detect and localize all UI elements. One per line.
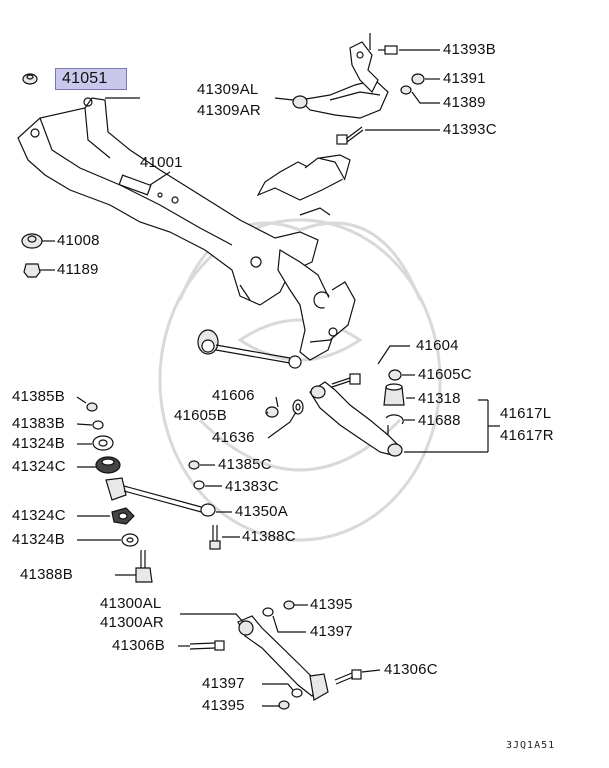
part-label-41008[interactable]: 41008	[57, 232, 100, 249]
part-label-41388B[interactable]: 41388B	[20, 566, 73, 583]
bushing-41318-icon	[383, 383, 405, 406]
washer-41383B-icon	[92, 420, 104, 430]
bushing-41324B-bottom-icon	[121, 533, 139, 547]
bolt-41604-icon	[331, 373, 361, 388]
washer-41008-icon	[21, 233, 43, 249]
part-label-41688[interactable]: 41688	[418, 412, 461, 429]
nut-41385B-icon	[86, 402, 98, 412]
bushing-41324C-bottom-icon	[111, 507, 135, 525]
bolt-41388B-icon	[135, 550, 153, 583]
part-label-41300AR[interactable]: 41300AR	[100, 614, 164, 631]
nut-41051-icon	[22, 73, 38, 85]
part-label-41397-bottom[interactable]: 41397	[202, 675, 245, 692]
bushing-41324C-top-icon	[95, 456, 121, 474]
nut-41605C-icon	[388, 369, 402, 381]
part-label-41393C[interactable]: 41393C	[443, 121, 497, 138]
nut-41385C-icon	[188, 460, 200, 470]
part-label-41385B[interactable]: 41385B	[12, 388, 65, 405]
nut-41389-icon	[400, 85, 412, 95]
part-label-41300AL[interactable]: 41300AL	[100, 595, 162, 612]
part-label-41388C[interactable]: 41388C	[242, 528, 296, 545]
part-label-41395-bottom[interactable]: 41395	[202, 697, 245, 714]
lower-arm-41617-icon	[309, 381, 403, 457]
part-label-41309AL[interactable]: 41309AL	[197, 81, 259, 98]
part-label-41605B[interactable]: 41605B	[174, 407, 227, 424]
lateral-rod-41300-icon	[237, 615, 329, 701]
part-label-41606[interactable]: 41606	[212, 387, 255, 404]
washer-41636-icon	[292, 399, 304, 415]
part-label-41324C-bottom[interactable]: 41324C	[12, 507, 66, 524]
leader-lines	[40, 49, 500, 707]
part-label-41617R[interactable]: 41617R	[500, 427, 554, 444]
bolt-41388C-icon	[209, 525, 221, 550]
part-label-41324C-top[interactable]: 41324C	[12, 458, 66, 475]
part-label-41605C[interactable]: 41605C	[418, 366, 472, 383]
part-label-41324B-top[interactable]: 41324B	[12, 435, 65, 452]
crossmember-41001-icon	[17, 97, 319, 306]
part-label-41385C[interactable]: 41385C	[218, 456, 272, 473]
bolt-41306C-icon	[334, 669, 362, 685]
part-label-41391[interactable]: 41391	[443, 70, 486, 87]
figure-code: 3JQ1A51	[506, 740, 556, 751]
bushing-41324B-top-icon	[92, 435, 114, 451]
part-label-41636[interactable]: 41636	[212, 429, 255, 446]
part-label-41306C[interactable]: 41306C	[384, 661, 438, 678]
part-label-41604[interactable]: 41604	[416, 337, 459, 354]
part-label-41617L[interactable]: 41617L	[500, 405, 552, 422]
nut-41391-icon	[411, 73, 425, 85]
part-label-41306B[interactable]: 41306B	[112, 637, 165, 654]
part-label-41389[interactable]: 41389	[443, 94, 486, 111]
part-label-41189[interactable]: 41189	[57, 261, 99, 278]
washer-41383C-icon	[193, 480, 205, 490]
nut-41395-top-icon	[283, 600, 295, 610]
part-label-41318[interactable]: 41318	[418, 390, 461, 407]
bolt-41393C-icon	[336, 126, 364, 145]
ring-41688-icon	[385, 414, 404, 425]
washer-41397-top-icon	[262, 607, 274, 617]
part-label-41397-top[interactable]: 41397	[310, 623, 353, 640]
part-label-41350A[interactable]: 41350A	[235, 503, 288, 520]
part-label-41309AR[interactable]: 41309AR	[197, 102, 261, 119]
bolt-41393B-icon	[369, 33, 398, 55]
nut-41605B-icon	[265, 406, 279, 418]
part-label-41324B-bottom[interactable]: 41324B	[12, 531, 65, 548]
part-label-41393B[interactable]: 41393B	[443, 41, 496, 58]
part-label-41051[interactable]: 41051	[55, 68, 127, 90]
part-label-41395-top[interactable]: 41395	[310, 596, 353, 613]
upper-arm-41309-icon	[292, 41, 389, 119]
part-label-41383C[interactable]: 41383C	[225, 478, 279, 495]
nut-41395-bottom-icon	[278, 700, 290, 710]
part-label-41383B[interactable]: 41383B	[12, 415, 65, 432]
bolt-41306B-icon	[189, 640, 225, 651]
part-label-41001[interactable]: 41001	[140, 154, 183, 171]
stabilizer-link-icon	[197, 329, 302, 369]
link-41350A-icon	[105, 477, 216, 517]
knuckle-assembly-icon	[256, 154, 356, 361]
nut-41189-icon	[23, 263, 41, 278]
washer-41397-bottom-icon	[291, 688, 303, 698]
